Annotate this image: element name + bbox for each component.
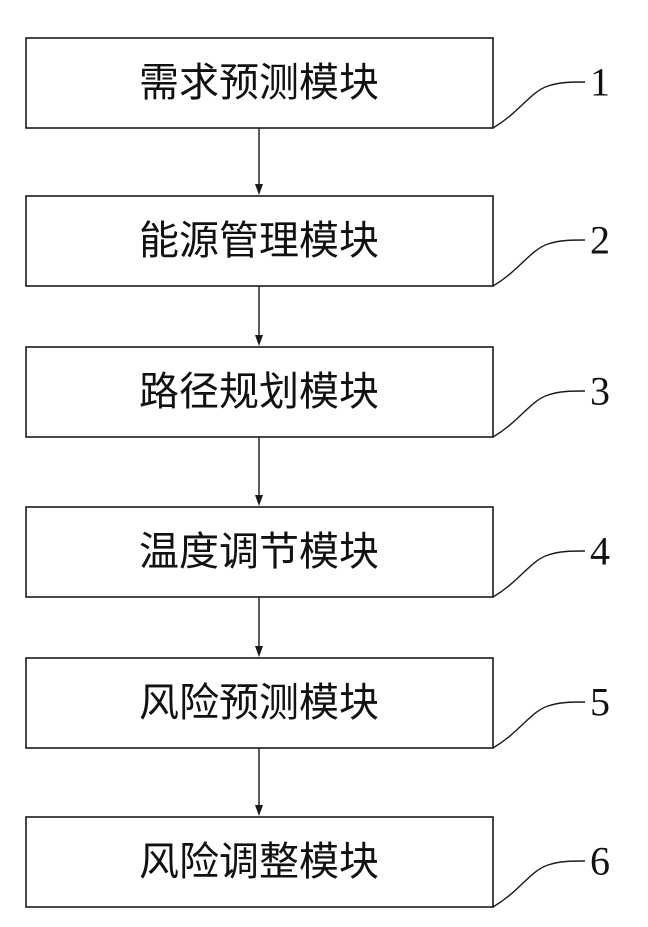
- arrow-3-to-4: [255, 437, 263, 506]
- module-label-1: 需求预测模块: [139, 60, 379, 106]
- leader-line-4: [493, 551, 585, 597]
- module-3: 路径规划模块 3: [26, 347, 610, 437]
- arrow-head-2: [255, 335, 263, 346]
- module-label-4: 温度调节模块: [139, 529, 379, 575]
- module-5: 风险预测模块 5: [26, 658, 610, 748]
- leader-line-1: [493, 82, 585, 128]
- module-1: 需求预测模块 1: [26, 38, 610, 128]
- module-label-5: 风险预测模块: [139, 680, 379, 726]
- module-2: 能源管理模块 2: [26, 196, 610, 286]
- leader-line-3: [493, 391, 585, 437]
- arrow-head-4: [255, 646, 263, 657]
- leader-line-5: [493, 702, 585, 748]
- ref-number-3: 3: [590, 369, 610, 414]
- ref-number-4: 4: [590, 529, 610, 574]
- arrow-5-to-6: [255, 748, 263, 816]
- leader-line-2: [493, 240, 585, 286]
- arrow-head-1: [255, 184, 263, 195]
- ref-number-5: 5: [590, 680, 610, 725]
- arrow-2-to-3: [255, 286, 263, 346]
- ref-number-6: 6: [590, 839, 610, 884]
- arrow-head-5: [255, 805, 263, 816]
- module-label-2: 能源管理模块: [139, 218, 379, 264]
- ref-number-1: 1: [590, 60, 610, 105]
- module-4: 温度调节模块 4: [26, 507, 610, 597]
- arrow-4-to-5: [255, 597, 263, 657]
- module-6: 风险调整模块 6: [26, 817, 610, 907]
- leader-line-6: [493, 861, 585, 907]
- arrow-head-3: [255, 495, 263, 506]
- module-label-3: 路径规划模块: [139, 369, 379, 415]
- module-label-6: 风险调整模块: [139, 839, 379, 885]
- arrow-1-to-2: [255, 128, 263, 195]
- ref-number-2: 2: [590, 218, 610, 263]
